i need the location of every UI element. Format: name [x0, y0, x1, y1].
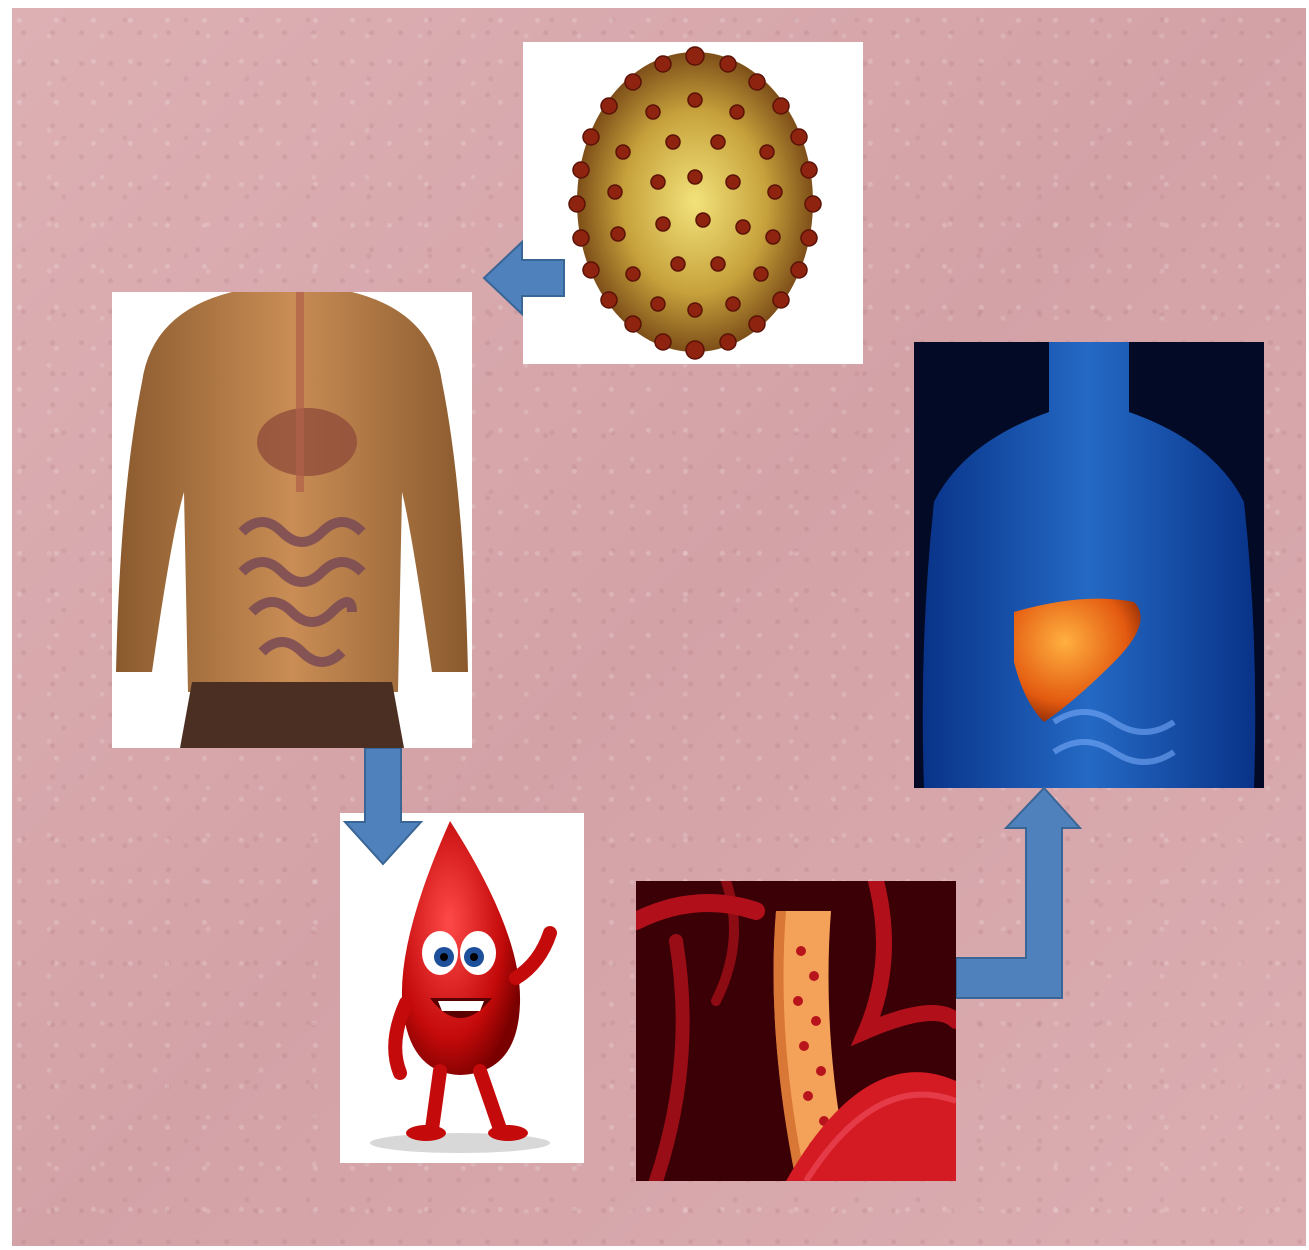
- arrow-vessel-to-liver: [956, 786, 1082, 1000]
- blood-vessel-cells-image: [636, 881, 956, 1181]
- virus-particle-image: [523, 42, 863, 364]
- human-liver-xray-image: [914, 342, 1264, 788]
- virus-illustration: [523, 42, 863, 364]
- liver-illustration: [914, 342, 1264, 788]
- blood-vessel-illustration: [636, 881, 956, 1181]
- torso-illustration: [112, 292, 472, 748]
- human-torso-intestines-image: [112, 292, 472, 748]
- arrow-virus-to-torso: [482, 238, 566, 318]
- arrow-torso-to-blood: [343, 748, 423, 866]
